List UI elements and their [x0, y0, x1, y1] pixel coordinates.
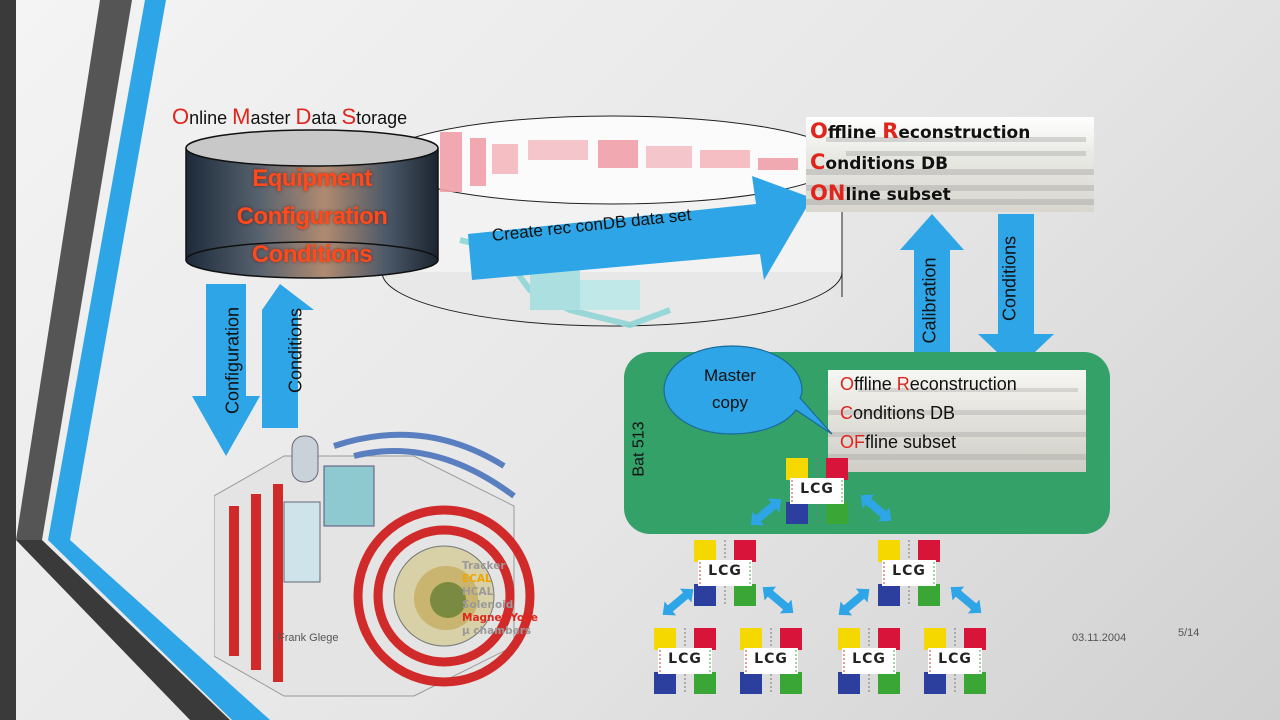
omds-rest-4: torage	[356, 108, 408, 128]
bat513-label: Bat 513	[630, 421, 648, 477]
master-copy-bubble	[663, 345, 833, 435]
lcg-node-7: LCG	[924, 628, 986, 694]
omds-rest-3: ata	[311, 108, 342, 128]
bubble-line-1: Master	[704, 366, 756, 385]
lcg-node-5: LCG	[740, 628, 802, 694]
master-copy-label: Master copy	[668, 362, 792, 416]
lcg-node-2: LCG	[694, 540, 756, 606]
orcon-rest-3: onditions DB	[825, 154, 949, 174]
orcon-cap-c: C	[810, 150, 826, 174]
orcof-cap-c: C	[840, 403, 853, 423]
server-room-image-2	[828, 388, 1086, 460]
orcof-rest-4: fline subset	[865, 432, 957, 452]
orcof-label: Offline Reconstruction Conditions DB OFf…	[828, 370, 1086, 472]
lcg-node-label: LCG	[754, 651, 788, 667]
orcof-box	[828, 370, 1086, 472]
omds-rest-1: nline	[189, 108, 233, 128]
orcof-rest-2: econstruction	[909, 374, 1017, 394]
left-decoration	[0, 0, 270, 720]
detector-image	[214, 431, 535, 697]
cyl-line-conditions: Conditions	[251, 241, 373, 268]
footer-page: 5/14	[1178, 627, 1200, 639]
orcon-rest-2: econstruction	[898, 123, 1031, 143]
footer-date: 03.11.2004	[1072, 632, 1127, 644]
lcg-node-label: LCG	[800, 481, 834, 497]
orcof-rest-3: onditions DB	[853, 403, 956, 423]
orcof-line-3: OFfline subset	[840, 428, 1086, 457]
det-label-hcal: HCAL	[462, 586, 494, 598]
omds-cap-d: D	[295, 104, 312, 129]
detector-legend: Tracker ECAL HCAL Solenoid Magnet Yoke µ…	[462, 560, 538, 638]
orcon-cap-r: R	[882, 119, 899, 143]
lcg-node-3: LCG	[878, 540, 940, 606]
omds-cap-m: M	[232, 104, 251, 129]
lcg-logo-icon	[838, 628, 900, 694]
calibration-arrow-label: Calibration	[919, 257, 940, 344]
bubble-line-2: copy	[712, 393, 748, 412]
footer-author: Frank Glege	[278, 632, 339, 644]
det-label-mu-chambers: µ chambers	[462, 625, 532, 637]
lcg-node-6: LCG	[838, 628, 900, 694]
omds-cap-s: S	[341, 104, 357, 129]
lcg-node-label: LCG	[852, 651, 886, 667]
conditions-left-arrow-label: Conditions	[285, 307, 306, 394]
grid-connector-arrows	[662, 494, 982, 616]
omds-cap-o: O	[172, 104, 190, 129]
orcon-box	[806, 117, 1094, 212]
lcg-node-4: LCG	[654, 628, 716, 694]
lcg-node-label: LCG	[668, 651, 702, 667]
configuration-arrow-label: Configuration	[222, 306, 243, 415]
orcon-line-1: Offline Reconstruction	[810, 117, 1094, 148]
create-arrow	[468, 176, 812, 280]
lcg-logo-icon	[740, 628, 802, 694]
server-room-image	[806, 137, 1094, 205]
det-label-solenoid: Solenoid	[462, 599, 514, 611]
orcon-rest-4: line subset	[845, 185, 951, 205]
orcon-rest-1: ffline	[827, 123, 883, 143]
omds-cylinder	[185, 129, 439, 279]
orcof-line-1: Offline Reconstruction	[840, 370, 1086, 399]
lcg-node-1: LCG	[786, 458, 848, 524]
lcg-logo-icon	[654, 628, 716, 694]
conditions-right-arrow-label: Conditions	[999, 235, 1020, 322]
omds-cylinder-label: Equipment Configuration Conditions	[186, 160, 438, 274]
omds-rest-2: aster	[250, 108, 296, 128]
orcon-cap-o: O	[810, 119, 828, 143]
lcg-logo-icon	[924, 628, 986, 694]
orcon-cap-on: ON	[810, 181, 846, 205]
orcof-cap-o: O	[840, 374, 855, 394]
lcg-logo-icon	[694, 540, 756, 606]
orcof-cap-of: OF	[840, 432, 865, 452]
omds-title: Online Master Data Storage	[172, 104, 407, 130]
cyl-line-configuration: Configuration	[236, 203, 388, 230]
lcg-node-label: LCG	[892, 563, 926, 579]
orcon-line-3: ONline subset	[810, 179, 1094, 210]
lcg-logo-icon	[786, 458, 848, 524]
det-label-ecal: ECAL	[462, 573, 492, 585]
lcg-node-label: LCG	[708, 563, 742, 579]
orcon-label: Offline Reconstruction Conditions DB ONl…	[806, 117, 1094, 212]
orcof-rest-1: ffline	[854, 374, 897, 394]
lcg-logo-icon	[878, 540, 940, 606]
cyl-line-equipment: Equipment	[252, 165, 372, 192]
det-label-tracker: Tracker	[462, 560, 506, 572]
right-arrows	[900, 214, 1054, 370]
orcon-line-2: Conditions DB	[810, 148, 1094, 179]
det-label-magnet-yoke: Magnet Yoke	[462, 612, 538, 624]
lcg-node-label: LCG	[938, 651, 972, 667]
orcof-line-2: Conditions DB	[840, 399, 1086, 428]
orcof-cap-r: R	[896, 374, 910, 394]
left-arrows	[192, 284, 314, 456]
